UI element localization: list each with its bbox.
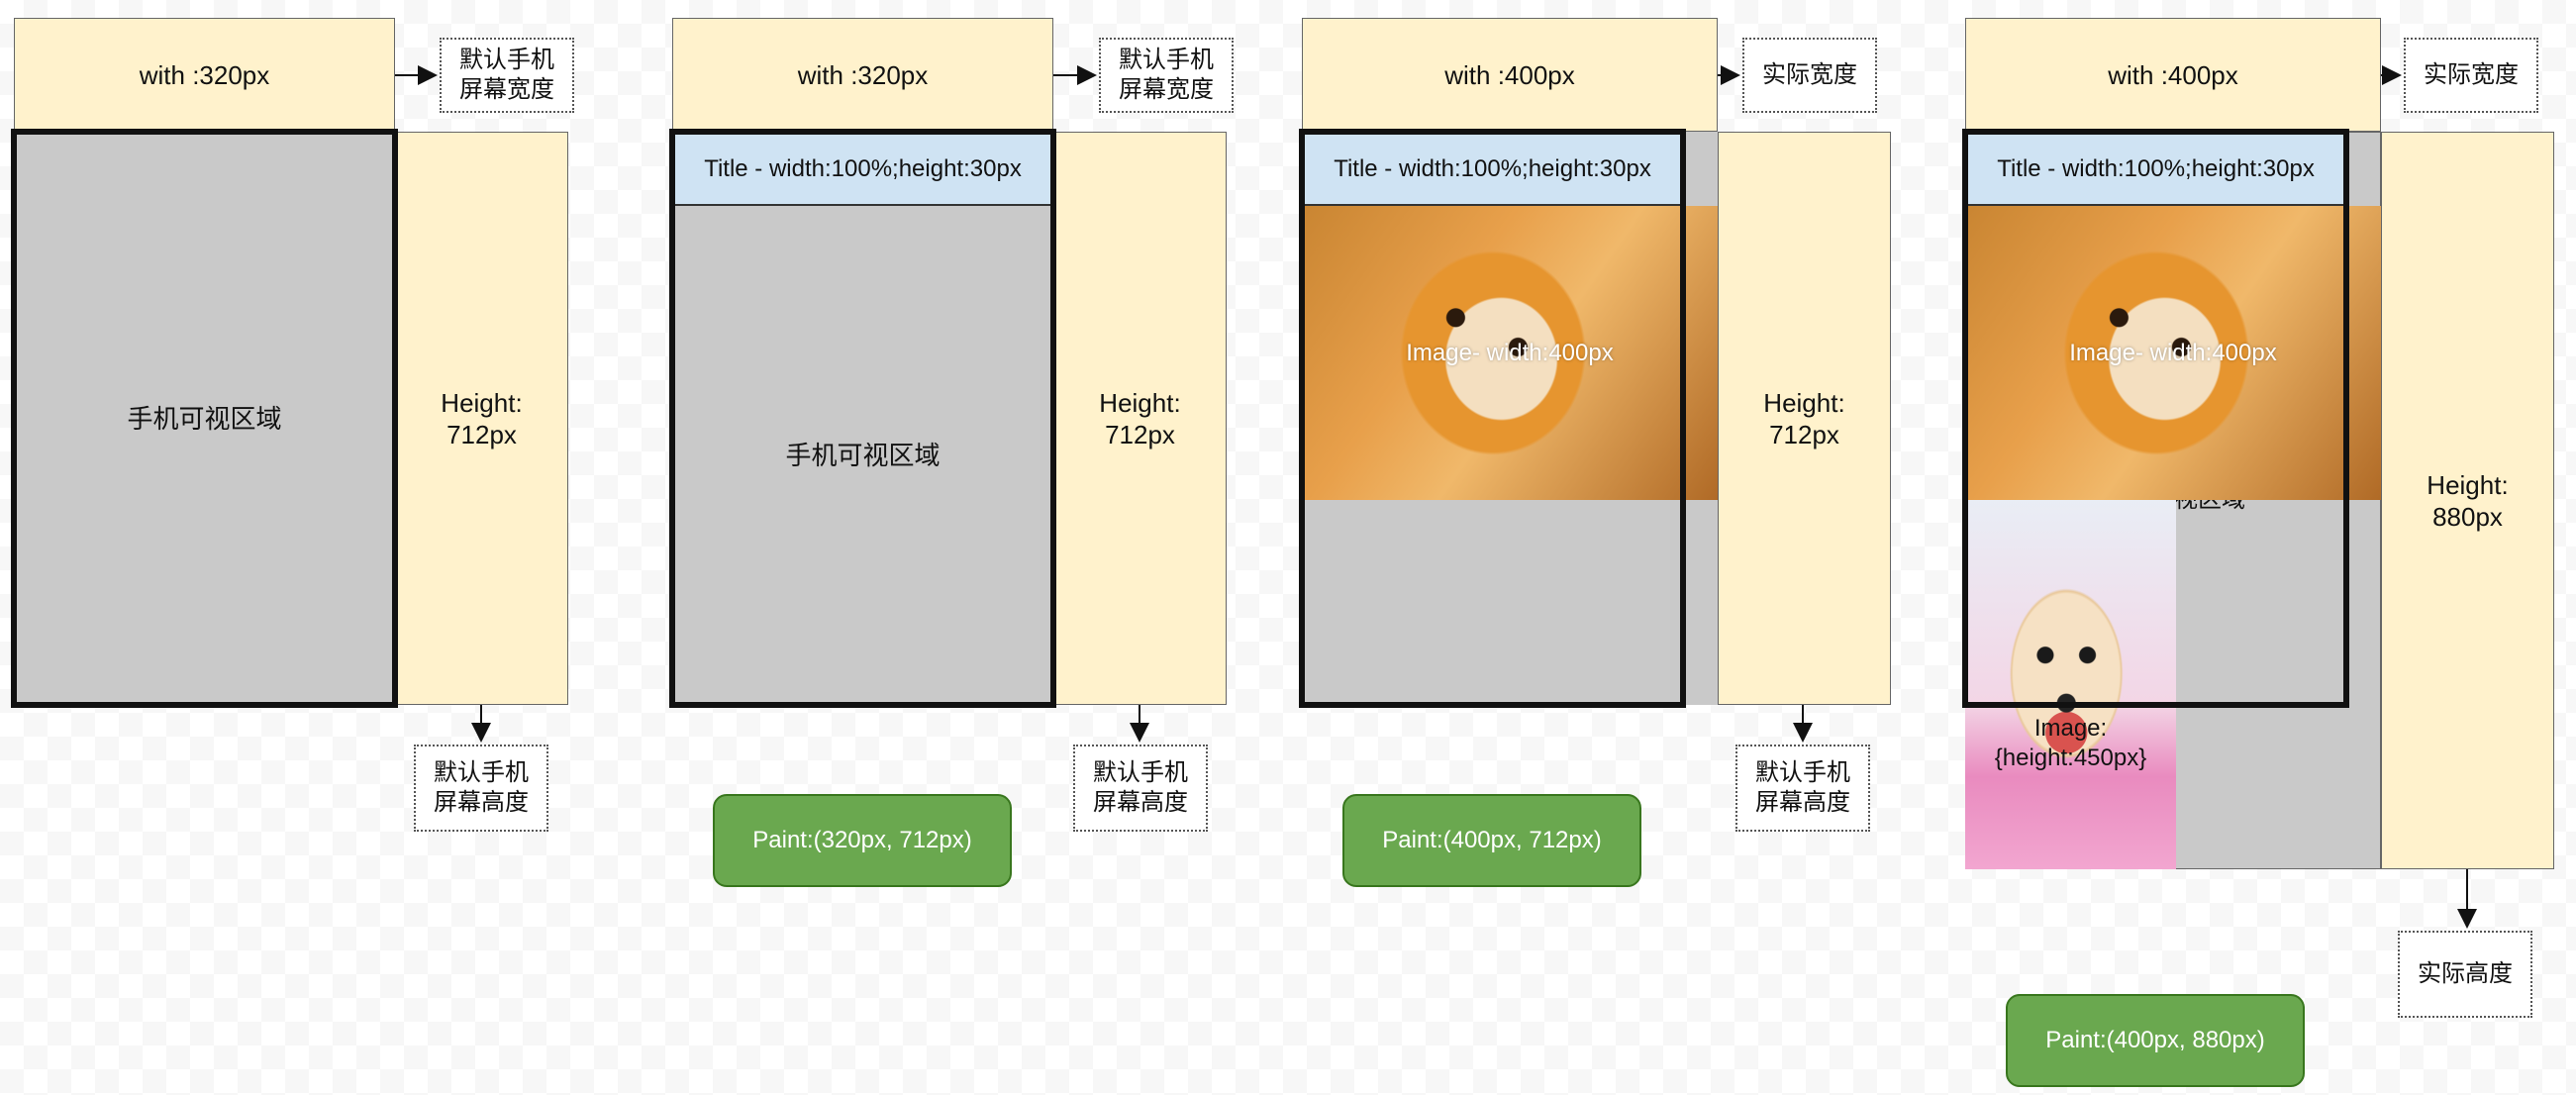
note-line: 屏幕宽度 (459, 76, 554, 103)
default-height-note: 默认手机 屏幕高度 (1735, 745, 1870, 832)
image-label: Image- width:400px (1406, 339, 1614, 366)
dog-image (1965, 500, 2176, 869)
default-width-note: 默认手机 屏幕宽度 (440, 38, 574, 113)
height-label-title: Height: (1099, 387, 1181, 418)
note-line: 实际高度 (2418, 960, 2513, 987)
note-line: 默认手机 (1119, 47, 1214, 73)
actual-height-note: 实际高度 (2398, 931, 2532, 1018)
note-line: 屏幕高度 (1093, 789, 1188, 816)
width-label: with :400px (1444, 59, 1575, 90)
height-label-title: Height: (2427, 469, 2509, 500)
default-width-note: 默认手机 屏幕宽度 (1099, 38, 1234, 113)
title-bar: Title - width:100%;height:30px (1965, 132, 2346, 206)
note-line: 屏幕高度 (1755, 789, 1850, 816)
dog-image-label-line: {height:450px} (1994, 745, 2147, 771)
note-line: 默认手机 (1093, 759, 1188, 786)
paint-badge: Paint:(400px, 712px) (1342, 794, 1641, 887)
paint-badge: Paint:(320px, 712px) (713, 794, 1012, 887)
viewport-frame (1299, 129, 1686, 708)
note-line: 屏幕宽度 (1119, 76, 1214, 103)
width-box: with :320px (14, 18, 395, 132)
width-label: with :320px (797, 59, 929, 90)
title-label: Title - width:100%;height:30px (704, 154, 1022, 182)
viewport-area: 手机可视区域 (14, 132, 395, 705)
height-box: Height: 712px (395, 132, 568, 705)
height-label-title: Height: (1763, 387, 1845, 418)
height-label-value: 712px (1769, 419, 1839, 449)
note-line: 默认手机 (434, 759, 529, 786)
image-label: Image- width:400px (2069, 339, 2277, 366)
paint-label: Paint:(400px, 712px) (1382, 827, 1602, 853)
note-line: 屏幕高度 (434, 789, 529, 816)
title-label: Title - width:100%;height:30px (1334, 154, 1651, 182)
height-label-title: Height: (441, 387, 523, 418)
viewport-frame (669, 129, 1056, 708)
paint-label: Paint:(320px, 712px) (752, 827, 972, 853)
viewport-label: 手机可视区域 (127, 403, 282, 434)
title-bar: Title - width:100%;height:30px (1302, 132, 1683, 206)
height-box: Height: 712px (1053, 132, 1227, 705)
default-height-note: 默认手机 屏幕高度 (1073, 745, 1208, 832)
paint-label: Paint:(400px, 880px) (2045, 1027, 2265, 1053)
viewport-area: 手机可视区域 (672, 206, 1053, 705)
width-label: with :320px (139, 59, 270, 90)
actual-width-note: 实际宽度 (1742, 38, 1877, 113)
width-box: with :320px (672, 18, 1053, 132)
dog-image-label-line: Image: (2033, 715, 2108, 742)
viewport-frame (11, 129, 398, 708)
title-label: Title - width:100%;height:30px (1997, 154, 2315, 182)
height-box: Height: 712px (1718, 132, 1891, 705)
note-line: 实际宽度 (1762, 61, 1857, 88)
note-line: 默认手机 (459, 47, 554, 73)
height-label-value: 712px (446, 419, 517, 449)
cat-image: Image- width:400px (1965, 206, 2381, 500)
dog-image-label: Image: {height:450px} (1965, 711, 2176, 776)
width-box: with :400px (1302, 18, 1718, 132)
viewport-label: 手机可视区域 (785, 441, 941, 470)
paint-badge: Paint:(400px, 880px) (2006, 994, 2305, 1087)
height-label-value: 712px (1105, 419, 1175, 449)
note-line: 默认手机 (1755, 759, 1850, 786)
viewport-frame (1962, 129, 2349, 708)
actual-width-note: 实际宽度 (2404, 38, 2538, 113)
note-line: 实际宽度 (2424, 61, 2519, 88)
width-box: with :400px (1965, 18, 2381, 132)
height-box: Height: 880px (2381, 132, 2554, 869)
width-label: with :400px (2108, 59, 2238, 90)
default-height-note: 默认手机 屏幕高度 (414, 745, 548, 832)
cat-image: Image- width:400px (1302, 206, 1718, 500)
height-label-value: 880px (2432, 501, 2503, 532)
